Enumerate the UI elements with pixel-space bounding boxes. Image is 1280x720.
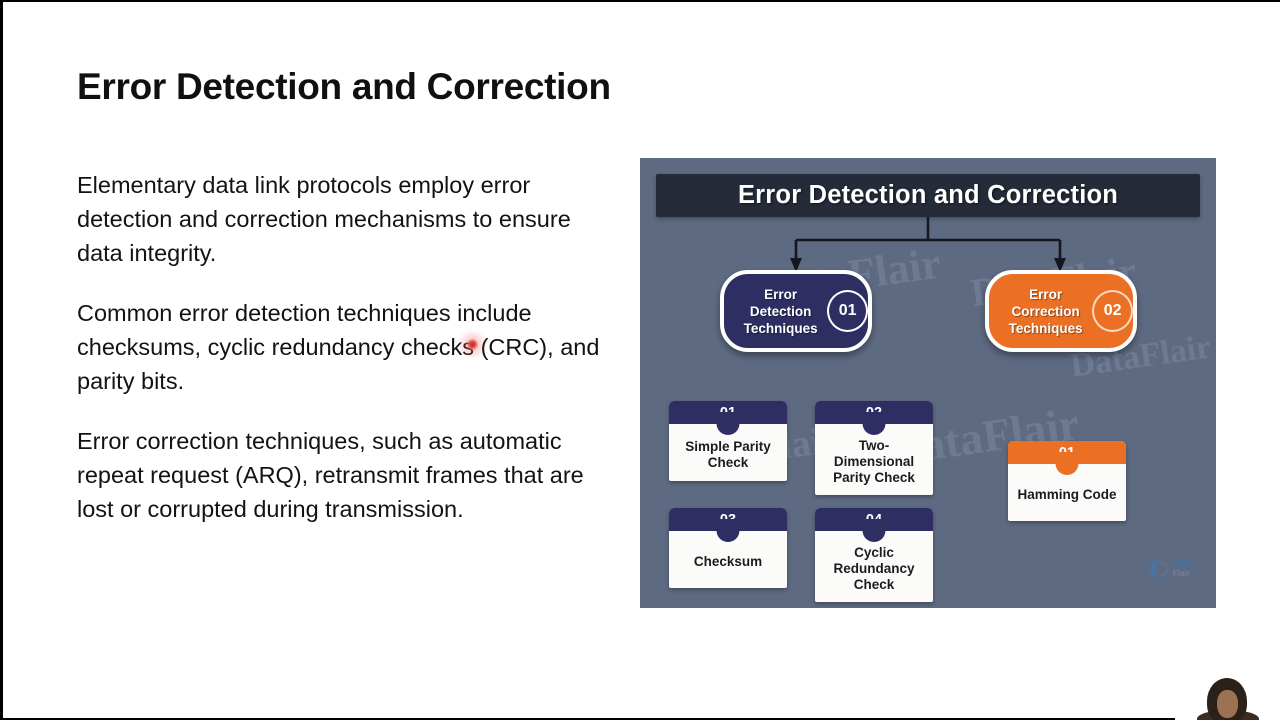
frame-edge-left — [0, 0, 3, 720]
card-label: Cyclic Redundancy Check — [833, 545, 915, 592]
slide-body: Elementary data link protocols employ er… — [77, 168, 622, 552]
card-label: Checksum — [693, 554, 763, 569]
dataflair-logo: Data Flair — [1148, 558, 1193, 580]
node-label: Error Detection Techniques — [743, 286, 818, 336]
body-paragraph-1: Elementary data link protocols employ er… — [77, 172, 571, 266]
node-error-correction-techniques[interactable]: Error Correction Techniques 02 — [985, 270, 1137, 352]
page-title: Error Detection and Correction — [77, 66, 611, 107]
card-label: Hamming Code — [1017, 487, 1117, 502]
logo-subname: Flair — [1173, 569, 1190, 578]
logo-name: Data — [1173, 559, 1193, 569]
diagram-banner-title: Error Detection and Correction — [737, 181, 1119, 209]
card-number: 01 — [669, 401, 787, 424]
frame-edge-top — [0, 0, 1280, 2]
card-simple-parity-check[interactable]: 01 Simple Parity Check — [669, 401, 787, 481]
logo-wordmark: Data Flair — [1173, 559, 1193, 579]
node-number-badge: 01 — [827, 290, 868, 332]
diagram-panel: DataFlair DataFlair DataFlair DataFlair … — [640, 158, 1216, 608]
card-cyclic-redundancy-check[interactable]: 04 Cyclic Redundancy Check — [815, 508, 933, 602]
card-number: 04 — [815, 508, 933, 531]
body-paragraph-2: Common error detection techniques includ… — [77, 300, 600, 394]
diagram-banner: Error Detection and Correction — [656, 174, 1200, 217]
card-number: 01 — [1008, 441, 1126, 464]
body-paragraph-3: Error correction techniques, such as aut… — [77, 428, 584, 522]
card-label: Two-Dimensional Parity Check — [833, 438, 915, 485]
card-number: 02 — [815, 401, 933, 424]
node-number-badge: 02 — [1092, 290, 1133, 332]
presenter-face — [1217, 690, 1238, 718]
node-label: Error Correction Techniques — [1008, 286, 1083, 336]
presenter-webcam — [1175, 660, 1280, 720]
click-marker-icon — [466, 338, 479, 351]
card-label: Simple Parity Check — [685, 439, 771, 470]
card-two-dimensional-parity-check[interactable]: 02 Two-Dimensional Parity Check — [815, 401, 933, 495]
card-checksum[interactable]: 03 Checksum — [669, 508, 787, 588]
card-number: 03 — [669, 508, 787, 531]
node-error-detection-techniques[interactable]: Error Detection Techniques 01 — [720, 270, 872, 352]
card-hamming-code[interactable]: 01 Hamming Code — [1008, 441, 1126, 521]
swirl-icon — [1148, 558, 1170, 580]
frame-edge-bottom — [0, 718, 1280, 720]
